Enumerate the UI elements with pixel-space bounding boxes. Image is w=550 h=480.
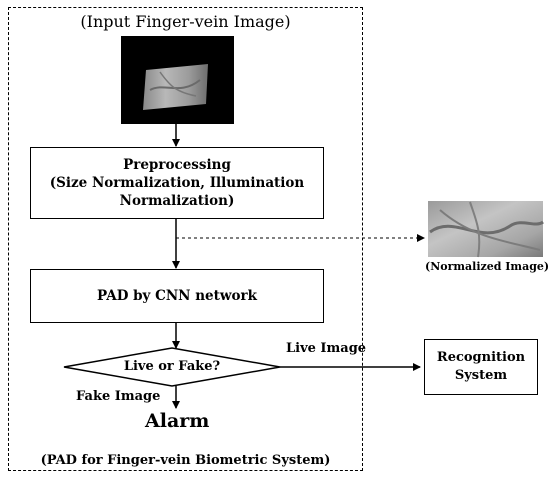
alarm-label: Alarm xyxy=(145,410,210,432)
input-title: (Input Finger-vein Image) xyxy=(80,12,291,31)
live-image-label: Live Image xyxy=(286,341,367,356)
decision-label: Live or Fake? xyxy=(123,359,221,374)
pad-cnn-label: PAD by CNN network xyxy=(97,287,257,304)
recognition-system-box: Recognition System xyxy=(424,339,538,395)
fake-image-label: Fake Image xyxy=(76,389,161,404)
normalized-image-caption: (Normalized Image) xyxy=(425,260,550,273)
system-caption: (PAD for Finger-vein Biometric System) xyxy=(40,453,331,468)
pad-cnn-box: PAD by CNN network xyxy=(30,269,324,323)
preprocessing-box: Preprocessing (Size Normalization, Illum… xyxy=(30,147,324,219)
preprocessing-label: Preprocessing (Size Normalization, Illum… xyxy=(49,156,305,210)
decision-diamond xyxy=(63,347,281,387)
normalized-image xyxy=(428,201,544,258)
recognition-system-label: Recognition System xyxy=(436,350,526,383)
input-finger-vein-image xyxy=(121,36,234,124)
system-boundary xyxy=(8,7,363,471)
